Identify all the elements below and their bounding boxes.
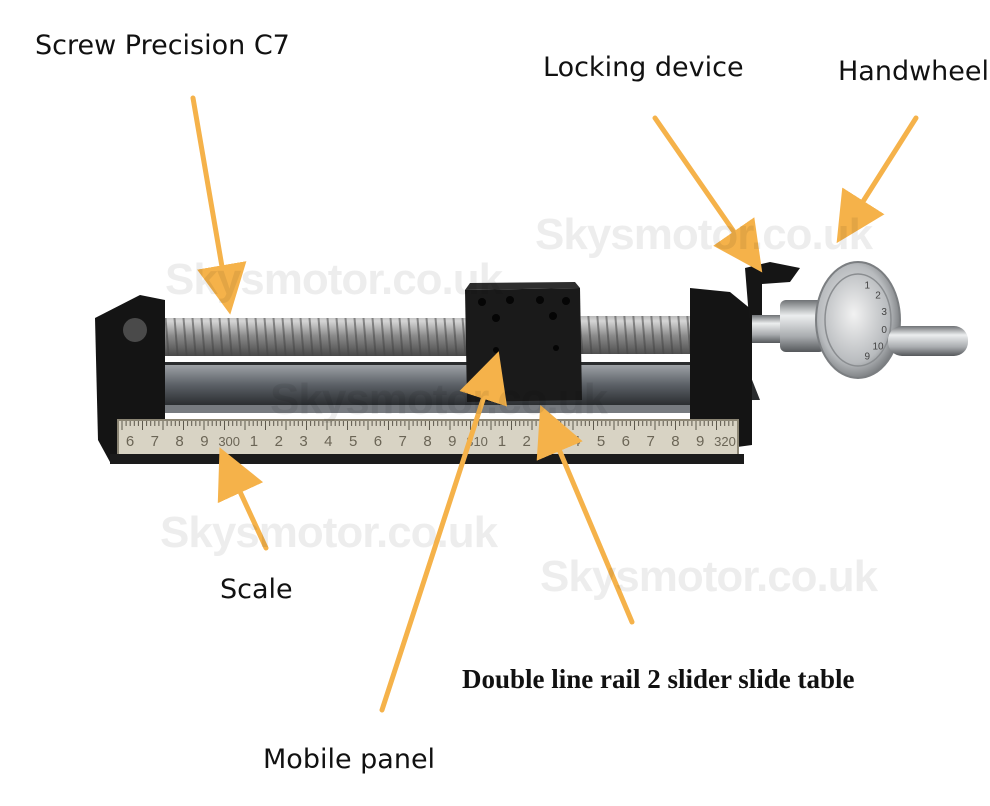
scale-number: 7: [399, 433, 407, 450]
handwheel-number: 9: [864, 352, 870, 363]
label-screw-precision: Screw Precision C7: [35, 30, 290, 61]
handwheel-number: 0: [881, 325, 887, 336]
scale-number: 2: [275, 433, 283, 450]
scale-number: 4: [324, 433, 332, 450]
label-locking-device: Locking device: [543, 52, 744, 83]
scale-number: 6: [374, 433, 382, 450]
locking-lever: [745, 262, 800, 330]
label-scale: Scale: [220, 574, 293, 605]
arrow-locking: [652, 115, 763, 273]
guide-rail: [110, 365, 750, 405]
handwheel-graduations: 123 0 109: [864, 280, 887, 362]
label-slide-table: Double line rail 2 slider slide table: [462, 664, 855, 694]
arrow-screw: [190, 95, 247, 315]
handwheel-ring: [824, 273, 892, 367]
scale-number: 8: [423, 433, 431, 450]
handwheel-grip: [888, 326, 968, 356]
arrow-rail: [536, 404, 635, 625]
left-bearing: [123, 318, 147, 342]
scale-number: 6: [622, 433, 630, 450]
hole: [493, 347, 499, 353]
watermark: Skysmotor.co.uk: [540, 552, 878, 601]
watermark: Skysmotor.co.uk: [270, 375, 608, 424]
handwheel-number: 2: [875, 291, 881, 302]
watermark: Skysmotor.co.uk: [535, 210, 873, 259]
label-mobile-panel: Mobile panel: [263, 744, 436, 775]
scale-number: 4: [572, 433, 580, 450]
hole: [536, 296, 544, 304]
scale-number: 1: [250, 433, 258, 450]
hole: [492, 314, 500, 322]
watermark: Skysmotor.co.uk: [165, 255, 503, 304]
arrow-handwheel: [836, 115, 919, 244]
handwheel-number: 3: [881, 307, 887, 318]
wheel-hub: [780, 300, 825, 352]
right-end-block: [690, 288, 752, 452]
scale-number: 7: [646, 433, 654, 450]
rail-edge: [118, 405, 748, 413]
hole: [478, 298, 486, 306]
scale-number: 6: [126, 433, 134, 450]
scale-number: 8: [175, 433, 183, 450]
hole: [506, 296, 514, 304]
handwheel-disc: [815, 261, 901, 379]
watermark: Skysmotor.co.uk: [160, 508, 498, 557]
hole: [553, 345, 559, 351]
scale-number: 9: [696, 433, 704, 450]
handwheel-number: 1: [864, 280, 870, 291]
scale-number: 9: [200, 433, 208, 450]
hole: [562, 297, 570, 305]
scale-number: 7: [151, 433, 159, 450]
scale-number: 9: [448, 433, 456, 450]
scale-shadow: [110, 454, 744, 464]
arrow-panel: [379, 351, 508, 713]
arrow-scale: [217, 447, 269, 551]
ball-screw-left: [130, 318, 470, 356]
scale-number: 320: [714, 434, 736, 449]
hole: [549, 312, 557, 320]
scale-number: 2: [522, 433, 530, 450]
scale-number: 8: [671, 433, 679, 450]
handwheel-number: 10: [873, 341, 885, 352]
mobile-panel-top: [465, 282, 580, 290]
callout-arrows: [190, 95, 919, 713]
scale-number: 300: [218, 434, 240, 449]
scale-number: 5: [349, 433, 357, 450]
scale-number: 5: [597, 433, 605, 450]
scale-number: 3: [299, 433, 307, 450]
ball-screw-right: [580, 316, 705, 354]
scale-number: 1: [498, 433, 506, 450]
label-handwheel: Handwheel: [838, 56, 990, 87]
